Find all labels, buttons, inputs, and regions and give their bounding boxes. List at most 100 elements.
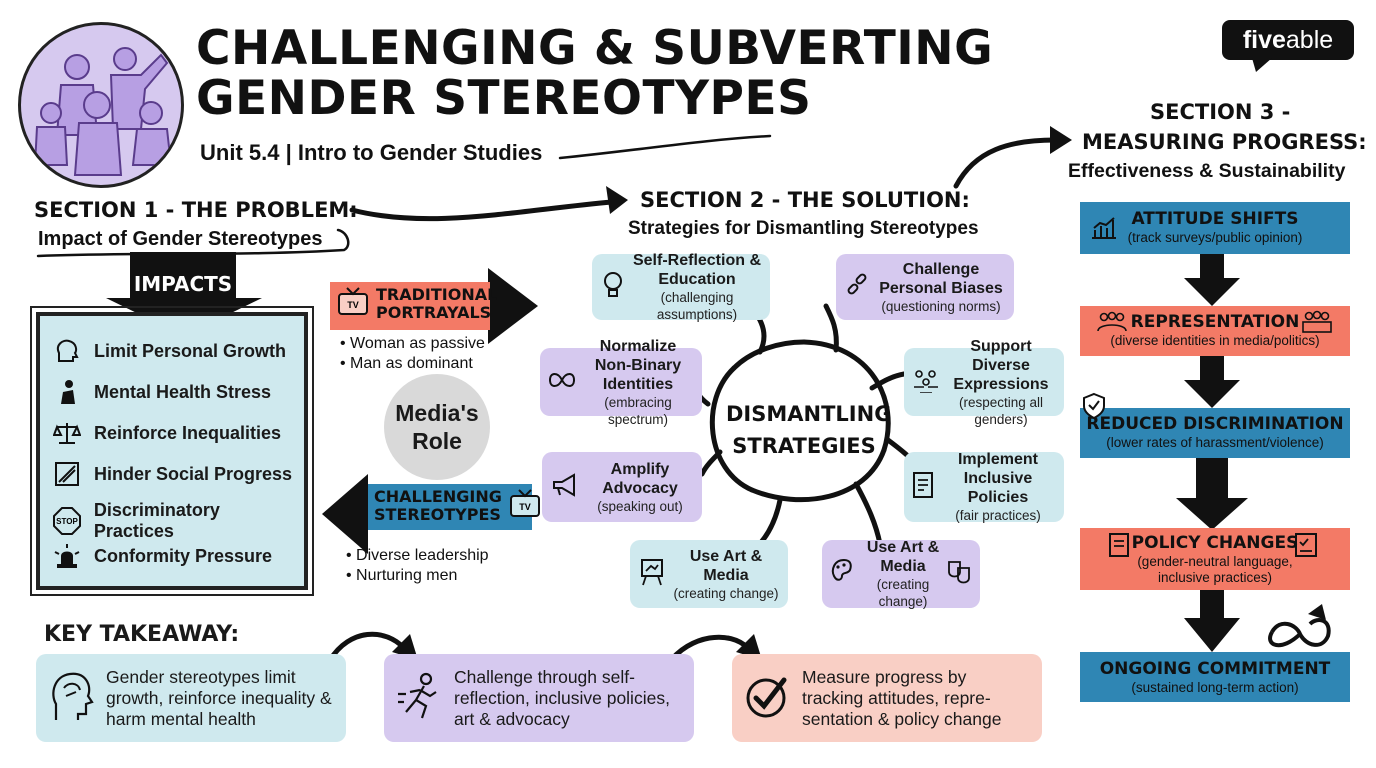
impact-item: STOP Discriminatory Practices bbox=[50, 500, 304, 542]
strategy-card: Support Diverse Expressions(respecting a… bbox=[904, 338, 1064, 427]
brain-head-icon bbox=[48, 670, 96, 727]
infinity-icon bbox=[548, 370, 576, 395]
impact-item: Conformity Pressure bbox=[50, 541, 272, 571]
step-sub: (track surveys/public opinion) bbox=[1127, 230, 1303, 245]
medias-role-circle: Media's Role bbox=[384, 374, 490, 480]
logo-figures bbox=[18, 22, 184, 188]
step-sub: (lower rates of harassment/violence) bbox=[1106, 435, 1324, 450]
strategy-card: Challenge Personal Biases(questioning no… bbox=[836, 254, 1014, 320]
strategy-title: Normalize Non-Binary Identities bbox=[594, 337, 682, 393]
brand-bold: five bbox=[1242, 26, 1286, 54]
barrier-icon bbox=[50, 459, 84, 489]
palette-icon bbox=[830, 558, 860, 591]
checklist-icon bbox=[1294, 532, 1320, 563]
takeaway-card: Measure progress by tracking attitudes, … bbox=[732, 654, 1042, 742]
traditional-bullets: • Woman as passive • Man as dominant bbox=[340, 334, 485, 374]
strategy-card: Use Art & Media(creating change) bbox=[630, 540, 788, 608]
head-icon bbox=[50, 336, 84, 366]
title-line-1: CHALLENGING & SUBVERTING bbox=[196, 21, 994, 76]
impact-item: Reinforce Inequalities bbox=[50, 418, 281, 448]
people-icon bbox=[912, 367, 940, 398]
takeaway-text: Gender stereotypes limit growth, reinfor… bbox=[106, 666, 332, 729]
theatre-masks-icon bbox=[946, 558, 972, 591]
running-person-icon bbox=[396, 672, 444, 725]
bullet-item: • Diverse leadership bbox=[346, 547, 489, 564]
impact-label: Hinder Social Progress bbox=[94, 463, 293, 484]
strategy-title: Challenge Personal Biases bbox=[879, 260, 1003, 297]
traditional-portrayals-label: TRADITIONAL PORTRAYALS bbox=[376, 285, 498, 322]
impact-label: Discriminatory Practices bbox=[93, 500, 220, 541]
takeaway-text: Challenge through self-reflection, inclu… bbox=[454, 666, 670, 729]
section2-heading: SECTION 2 - THE SOLUTION: bbox=[640, 188, 970, 212]
impact-item: Mental Health Stress bbox=[50, 377, 271, 407]
impact-label: Reinforce Inequalities bbox=[94, 422, 282, 443]
strategy-card: Use Art & Media(creating change) bbox=[822, 539, 980, 609]
title-line-2: GENDER STEREOTYPES bbox=[196, 71, 812, 126]
progress-step: POLICY CHANGES (gender-neutral language,… bbox=[1080, 528, 1350, 590]
document-icon bbox=[1108, 532, 1130, 563]
strategy-title: Self-Reflection & Education bbox=[632, 252, 761, 288]
impacts-label: IMPACTS bbox=[133, 272, 233, 296]
scales-icon bbox=[50, 418, 84, 448]
impact-label: Mental Health Stress bbox=[94, 381, 272, 402]
strategy-title: Implement Inclusive Policies bbox=[957, 451, 1038, 506]
section3-heading-line2: MEASURING PROGRESS: bbox=[1082, 130, 1367, 154]
strategy-title: Amplify Advocacy bbox=[602, 460, 678, 497]
brand-logo: fiveable bbox=[1222, 20, 1354, 60]
step-title: ATTITUDE SHIFTS bbox=[1131, 209, 1299, 229]
strategy-sub: (embracing spectrum) bbox=[604, 394, 672, 427]
challenging-stereotypes-label: CHALLENGING STEREOTYPES bbox=[374, 487, 502, 524]
section2-subheading: Strategies for Dismantling Stereotypes bbox=[628, 218, 979, 239]
strategy-sub: (creating change) bbox=[673, 585, 779, 601]
brand-speech-tail-icon bbox=[1252, 58, 1272, 72]
step-sub: (sustained long-term action) bbox=[1131, 680, 1299, 695]
step-title: REDUCED DISCRIMINATION bbox=[1086, 414, 1344, 434]
challenging-bullets: • Diverse leadership • Nurturing men bbox=[346, 546, 489, 586]
bullet-item: • Man as dominant bbox=[340, 355, 473, 372]
step-title: ONGOING COMMITMENT bbox=[1099, 659, 1331, 679]
page-subtitle: Unit 5.4 | Intro to Gender Studies bbox=[200, 140, 543, 165]
tv-icon-text: TV bbox=[347, 300, 359, 310]
impact-label: Limit Personal Growth bbox=[94, 340, 287, 361]
easel-icon bbox=[638, 557, 666, 592]
section1-subheading: Impact of Gender Stereotypes bbox=[38, 228, 323, 250]
page-title: CHALLENGING & SUBVERTING GENDER STEREOTY… bbox=[196, 24, 993, 124]
takeaway-heading: KEY TAKEAWAY: bbox=[44, 622, 240, 647]
section3-heading-line1: SECTION 3 - bbox=[1150, 100, 1291, 124]
section3-subheading: Effectiveness & Sustainability bbox=[1068, 160, 1346, 182]
tv-icon-text: TV bbox=[519, 502, 531, 512]
bullet-item: • Nurturing men bbox=[346, 567, 458, 584]
bullet-item: • Woman as passive bbox=[340, 335, 485, 352]
group-icon bbox=[1096, 311, 1128, 338]
progress-step: REDUCED DISCRIMINATION (lower rates of h… bbox=[1080, 392, 1350, 458]
progress-step: REPRESENTATION (diverse identities in me… bbox=[1080, 306, 1350, 356]
strategy-sub: (fair practices) bbox=[955, 508, 1041, 523]
strategy-title: Support Diverse Expressions bbox=[953, 337, 1049, 393]
challenging-stereotypes-banner: CHALLENGING STEREOTYPES TV bbox=[368, 484, 540, 530]
dismantling-strategies-label: DISMANTLING STRATEGIES bbox=[726, 402, 892, 458]
broken-chain-icon bbox=[844, 270, 870, 305]
step-title: POLICY CHANGES bbox=[1131, 533, 1299, 553]
takeaway-text: Measure progress by tracking attitudes, … bbox=[802, 666, 1002, 729]
alarm-icon bbox=[50, 541, 84, 571]
step-title: REPRESENTATION bbox=[1130, 312, 1300, 332]
step-sub: (diverse identities in media/politics) bbox=[1110, 333, 1320, 348]
strategy-card: Amplify Advocacy(speaking out) bbox=[542, 452, 702, 522]
strategy-title: Use Art & Media bbox=[866, 539, 940, 575]
tv-icon: TV bbox=[336, 286, 370, 322]
impact-item: Limit Personal Growth bbox=[50, 336, 286, 366]
checkmark-icon bbox=[744, 672, 792, 725]
bar-chart-icon bbox=[1090, 214, 1118, 245]
strategy-sub: (creating change) bbox=[876, 577, 930, 609]
lightbulb-icon bbox=[600, 270, 626, 305]
strategy-title: Use Art & Media bbox=[689, 547, 763, 584]
document-icon bbox=[912, 471, 934, 504]
brand-light: able bbox=[1285, 26, 1334, 54]
strategy-sub: (speaking out) bbox=[597, 498, 683, 514]
progress-step: ONGOING COMMITMENT (sustained long-term … bbox=[1080, 652, 1350, 702]
stop-sign-icon: STOP bbox=[50, 506, 84, 536]
impact-label: Conformity Pressure bbox=[94, 545, 273, 566]
strategy-card: Normalize Non-Binary Identities(embracin… bbox=[540, 338, 702, 427]
section1-heading: SECTION 1 - THE PROBLEM: bbox=[34, 198, 358, 222]
strategy-card: Implement Inclusive Policies (fair practi… bbox=[904, 451, 1064, 523]
